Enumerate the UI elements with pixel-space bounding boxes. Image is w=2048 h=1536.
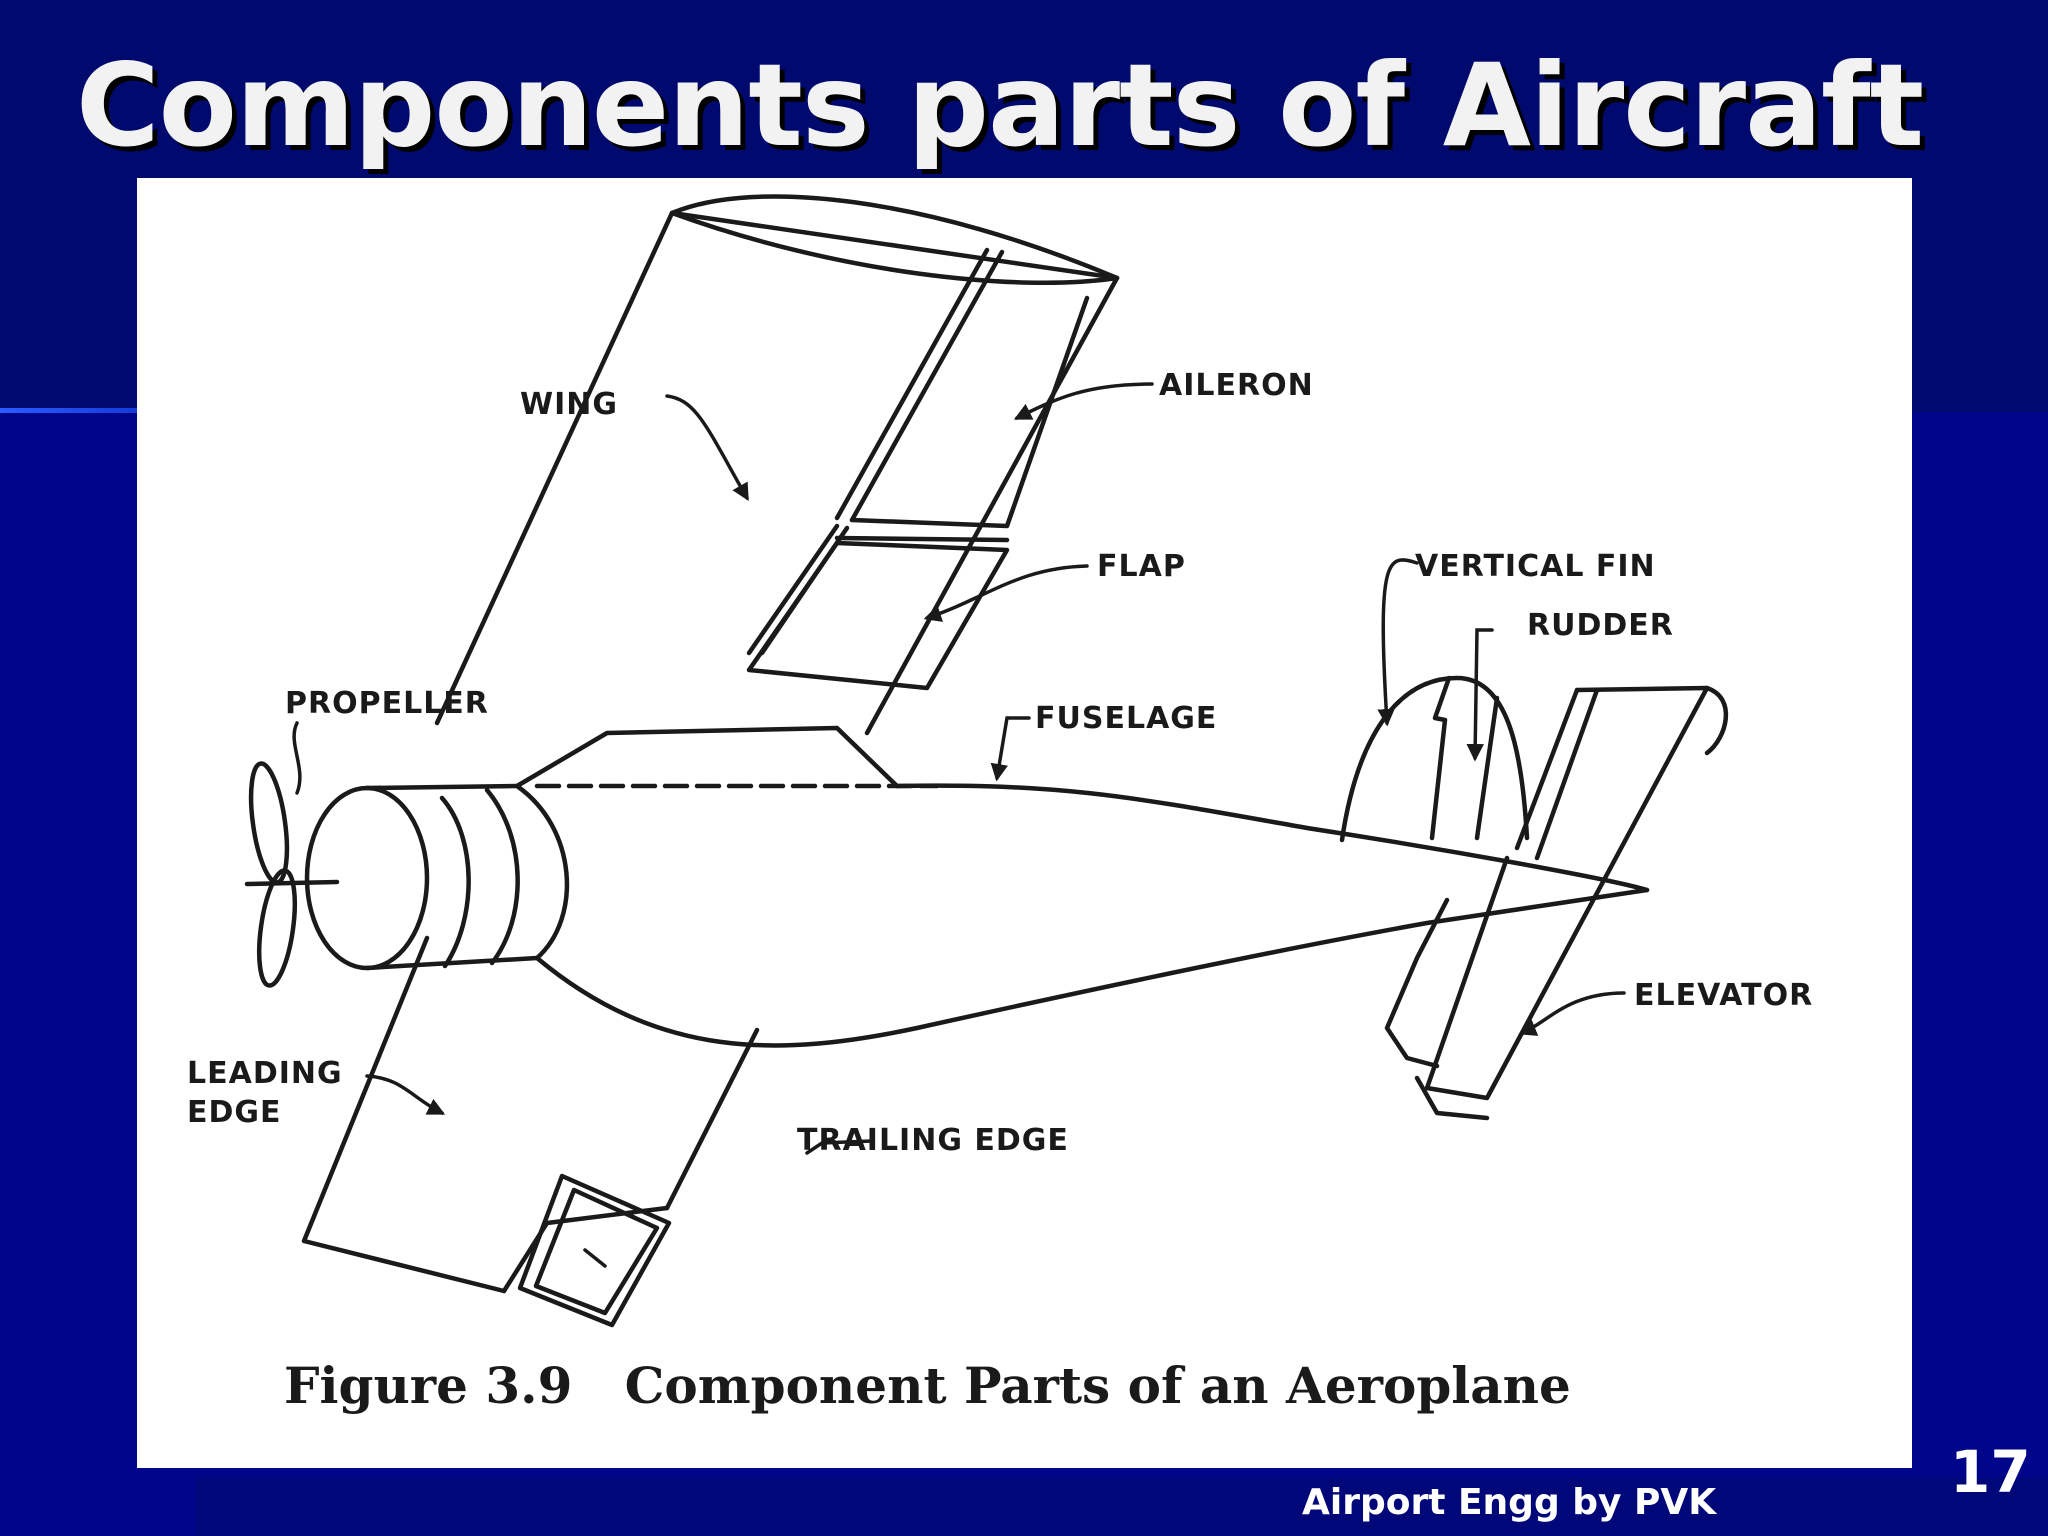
lower-wing	[301, 935, 760, 1294]
accent-line	[0, 408, 150, 413]
background-bottom-band	[196, 1478, 2048, 1536]
label-wing: WING	[520, 387, 618, 422]
slide-title: Components parts of Aircraft	[76, 39, 1924, 172]
label-flap: FLAP	[1097, 549, 1186, 584]
aircraft-diagram-figure: WING AILERON FLAP VERTICAL FIN RUDDER PR…	[137, 178, 1912, 1468]
propeller	[244, 721, 340, 988]
vertical-fin	[1339, 675, 1530, 843]
upper-wing	[434, 194, 1120, 736]
slide-number: 17	[1950, 1438, 2031, 1506]
aileron-panel	[834, 295, 1090, 543]
fuselage	[514, 725, 1650, 1048]
label-leading-edge-line1: LEADING	[187, 1056, 343, 1091]
label-propeller: PROPELLER	[285, 686, 489, 721]
footer-credit: Airport Engg by PVK	[1302, 1482, 1717, 1523]
figure-caption: Figure 3.9 Component Parts of an Aeropla…	[284, 1356, 1571, 1415]
engine-cowling	[304, 783, 570, 971]
label-trailing-edge: TRAILING EDGE	[797, 1123, 1069, 1158]
label-rudder: RUDDER	[1527, 608, 1674, 643]
lower-flap-panel	[517, 1173, 672, 1328]
label-vertical-fin: VERTICAL FIN	[1415, 549, 1656, 584]
label-leading-edge-line2: EDGE	[187, 1095, 282, 1130]
label-fuselage: FUSELAGE	[1035, 701, 1217, 736]
label-elevator: ELEVATOR	[1634, 978, 1813, 1013]
flap-panel	[746, 523, 1010, 691]
horizontal-tail	[1384, 685, 1728, 1121]
aircraft-diagram: WING AILERON FLAP VERTICAL FIN RUDDER PR…	[187, 194, 1813, 1415]
leader-lines	[365, 382, 1626, 1155]
label-aileron: AILERON	[1159, 368, 1314, 403]
